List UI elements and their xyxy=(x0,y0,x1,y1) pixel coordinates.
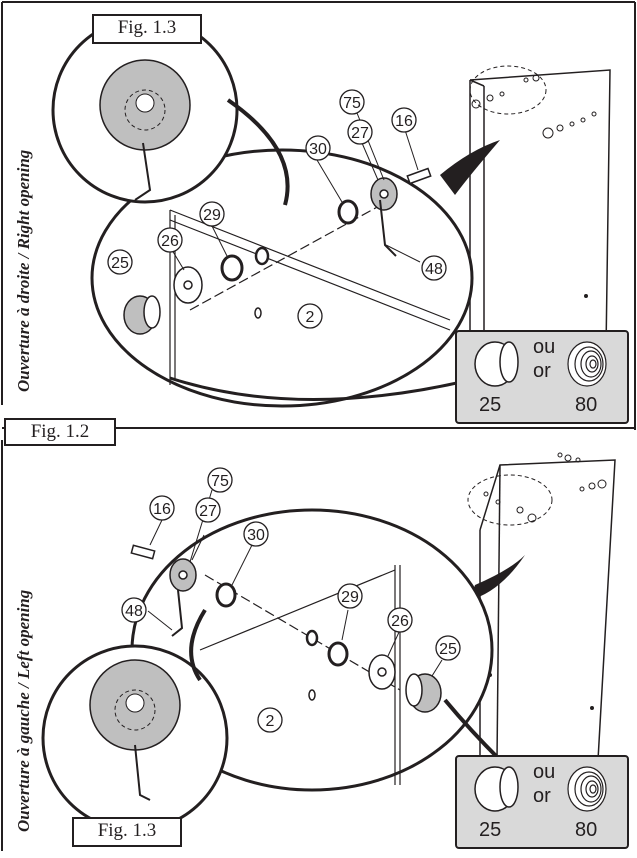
side-label-left-opening: Ouverture à gauche / Left opening xyxy=(14,589,33,832)
top-callout-25-circle xyxy=(107,249,133,275)
pulley-icon xyxy=(567,341,607,387)
bottom-inset-drawing xyxy=(474,766,607,812)
top-callout-16-label: 16 xyxy=(395,113,413,130)
bottom-inset-ou: ou xyxy=(533,761,556,783)
bottom-callout-26: 26 xyxy=(387,607,413,633)
bottom-callout-25-label: 25 xyxy=(439,641,457,658)
top-callout-16: 16 xyxy=(391,107,417,133)
bottom-washer-detail xyxy=(89,659,181,801)
bottom-callout-16: 16 xyxy=(149,495,175,521)
bottom-callout-30: 30 xyxy=(243,521,269,547)
bottom-callout-2-label: 2 xyxy=(266,713,275,730)
top-callout-75-label: 75 xyxy=(343,95,361,112)
bottom-callout-48-label: 48 xyxy=(125,603,143,620)
top-zoom-ellipse xyxy=(469,65,547,115)
bottom-callout-48-circle xyxy=(121,597,147,623)
bottom-connector xyxy=(189,608,207,682)
bottom-inset-pointer xyxy=(443,698,502,762)
bottom-callout-29-circle xyxy=(337,583,363,609)
top-small-parts xyxy=(471,74,597,298)
top-callout-26: 26 xyxy=(157,227,183,253)
bottom-callout-27-label: 27 xyxy=(199,503,217,520)
bottom-callout-29: 29 xyxy=(337,583,363,609)
bottom-callout-26-label: 26 xyxy=(391,613,409,630)
bottom-callout-48: 48 xyxy=(121,597,147,623)
top-callout-29-label: 29 xyxy=(203,207,221,224)
top-callout-48: 48 xyxy=(421,255,447,281)
top-inset-num-80: 80 xyxy=(575,394,598,416)
bottom-callout-29-label: 29 xyxy=(341,589,359,606)
top-callout-27-circle xyxy=(347,119,373,145)
top-callout-25-label: 25 xyxy=(111,255,129,272)
top-callout-29: 29 xyxy=(199,201,225,227)
bottom-zoom-ellipse xyxy=(467,474,553,526)
bottom-callout-30-label: 30 xyxy=(247,527,265,544)
top-callout-26-circle xyxy=(157,227,183,253)
top-callout-2-label: 2 xyxy=(306,309,315,326)
top-callout-16-circle xyxy=(391,107,417,133)
bottom-callout-16-label: 16 xyxy=(153,501,171,518)
pulley-icon xyxy=(567,766,607,812)
top-callout-29-circle xyxy=(199,201,225,227)
bottom-callout-16-circle xyxy=(149,495,175,521)
bottom-inset-or: or xyxy=(533,785,551,807)
bottom-small-parts xyxy=(483,452,607,710)
top-callout-75: 75 xyxy=(339,89,365,115)
bottom-callout-75-label: 75 xyxy=(211,473,229,490)
fig-1-3-bottom-label: Fig. 1.3 xyxy=(72,817,182,847)
callout-group: 75 27 16 30 29 26 25 48 2 75 16 27 30 48 29 26 25 2 xyxy=(107,89,461,733)
top-leader-blob xyxy=(440,140,500,195)
top-connector xyxy=(226,98,290,206)
bottom-part-choice-inset: ou or 25 80 xyxy=(455,755,629,849)
top-callout-75-circle xyxy=(339,89,365,115)
top-callout-27-label: 27 xyxy=(351,125,369,142)
top-callout-26-label: 26 xyxy=(161,233,179,250)
bottom-callout-30-circle xyxy=(243,521,269,547)
bottom-callout-25: 25 xyxy=(435,635,461,661)
bottom-callout-27: 27 xyxy=(195,497,221,523)
top-callout-48-circle xyxy=(421,255,447,281)
top-callout-30-circle xyxy=(305,135,331,161)
bottom-callout-2-circle xyxy=(257,707,283,733)
top-callout-48-label: 48 xyxy=(425,261,443,278)
top-callout-27: 27 xyxy=(347,119,373,145)
bottom-inset-num-80: 80 xyxy=(575,819,598,841)
bottom-callout-75: 75 xyxy=(207,467,233,493)
top-inset-drawing xyxy=(474,341,607,387)
top-bottom-swoosh xyxy=(169,376,471,401)
top-inset-or: or xyxy=(533,360,551,382)
bottom-leader-blob xyxy=(470,555,525,600)
top-callout-25: 25 xyxy=(107,249,133,275)
top-callout-30: 30 xyxy=(305,135,331,161)
bottom-callout-2: 2 xyxy=(257,707,283,733)
bottom-parts xyxy=(130,544,442,713)
top-part-choice-inset: ou or 25 80 xyxy=(455,330,629,424)
top-callout-30-label: 30 xyxy=(309,141,327,158)
bottom-inset-num-25: 25 xyxy=(479,819,502,841)
top-inset-num-25: 25 xyxy=(479,394,502,416)
fig-1-2-label: Fig. 1.2 xyxy=(4,418,116,446)
top-washer-detail xyxy=(99,59,191,201)
top-inset-ou: ou xyxy=(533,336,556,358)
top-callout-2-circle xyxy=(297,303,323,329)
bottom-callout-25-circle xyxy=(435,635,461,661)
bottom-callout-75-circle xyxy=(207,467,233,493)
top-callout-2: 2 xyxy=(297,303,323,329)
bottom-door-outline xyxy=(479,459,616,770)
top-detail-ellipse xyxy=(90,148,474,408)
fig-1-3-top-label: Fig. 1.3 xyxy=(92,14,202,44)
top-parts xyxy=(123,167,432,335)
bottom-callout-26-circle xyxy=(387,607,413,633)
bottom-callout-27-circle xyxy=(195,497,221,523)
side-label-right-opening: Ouverture à droite / Right opening xyxy=(14,149,33,392)
